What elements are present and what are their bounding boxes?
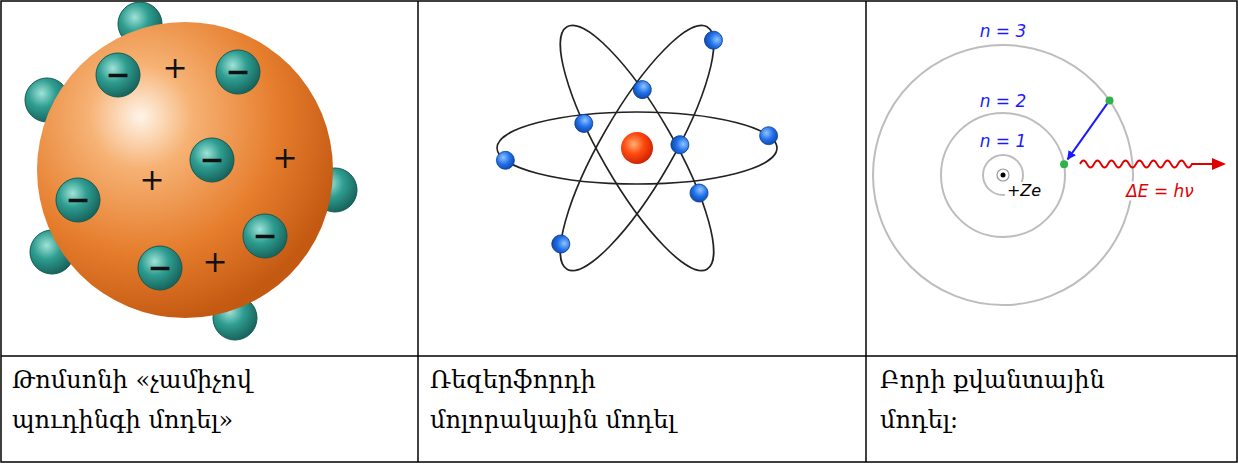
electron-position (1106, 96, 1114, 104)
electron-sign: − (199, 145, 224, 175)
photon-energy: ΔE = hν (1124, 182, 1196, 201)
transition-arrow (1068, 104, 1108, 160)
electron (190, 138, 234, 182)
caption: Բորի քվանտային մոդել։ (880, 360, 1140, 440)
energy-level (941, 113, 1065, 237)
energy-level (873, 45, 1133, 305)
photon-wave (1080, 161, 1214, 168)
orbit (536, 9, 738, 287)
electron (687, 181, 712, 206)
nucleus-dot (1001, 173, 1006, 178)
electron (549, 232, 574, 257)
electron (760, 127, 778, 145)
orbit-label: n = 1 (978, 132, 1029, 151)
electron (701, 28, 726, 53)
orbit-label: n = 2 (978, 92, 1029, 111)
electrons (496, 13, 777, 283)
electron (56, 178, 100, 222)
electron-sign: − (147, 253, 172, 283)
electron (630, 77, 655, 102)
positive-sign: + (202, 247, 227, 277)
bohr-model (873, 45, 1226, 305)
electron-position (1060, 160, 1068, 168)
electron (496, 151, 514, 169)
electron-sign: − (225, 57, 250, 87)
electron (571, 111, 596, 136)
orbit (536, 9, 738, 287)
electron-sign: − (252, 221, 277, 251)
electron (216, 50, 260, 94)
column-rule (417, 1, 419, 462)
caption: Թոմսոնի «չամիչով պուդինգի մոդել» (12, 360, 312, 440)
positive-sign: + (139, 165, 164, 195)
positive-sign: + (162, 53, 187, 83)
nucleus (997, 169, 1009, 181)
electrons-behind (25, 2, 357, 340)
nucleus-charge: +Ze (1005, 182, 1043, 200)
nucleus (621, 132, 653, 164)
row-rule (1, 355, 1237, 357)
electron (96, 53, 140, 97)
positive-sign: + (272, 143, 297, 173)
orbit-label: n = 3 (978, 22, 1029, 41)
electron (243, 214, 287, 258)
electron-sign: − (105, 60, 130, 90)
rutherford-model (496, 9, 777, 287)
thomson-model (25, 2, 357, 340)
positive-sphere (37, 22, 333, 318)
column-rule (865, 1, 867, 462)
electron (138, 246, 182, 290)
caption: Ռեզերֆորդի մոլորակային մոդել (430, 360, 720, 440)
orbit (497, 112, 777, 184)
photon-arrowhead (1212, 158, 1226, 170)
electron (668, 132, 693, 157)
electron-sign: − (65, 185, 90, 215)
electrons-front (56, 50, 287, 290)
